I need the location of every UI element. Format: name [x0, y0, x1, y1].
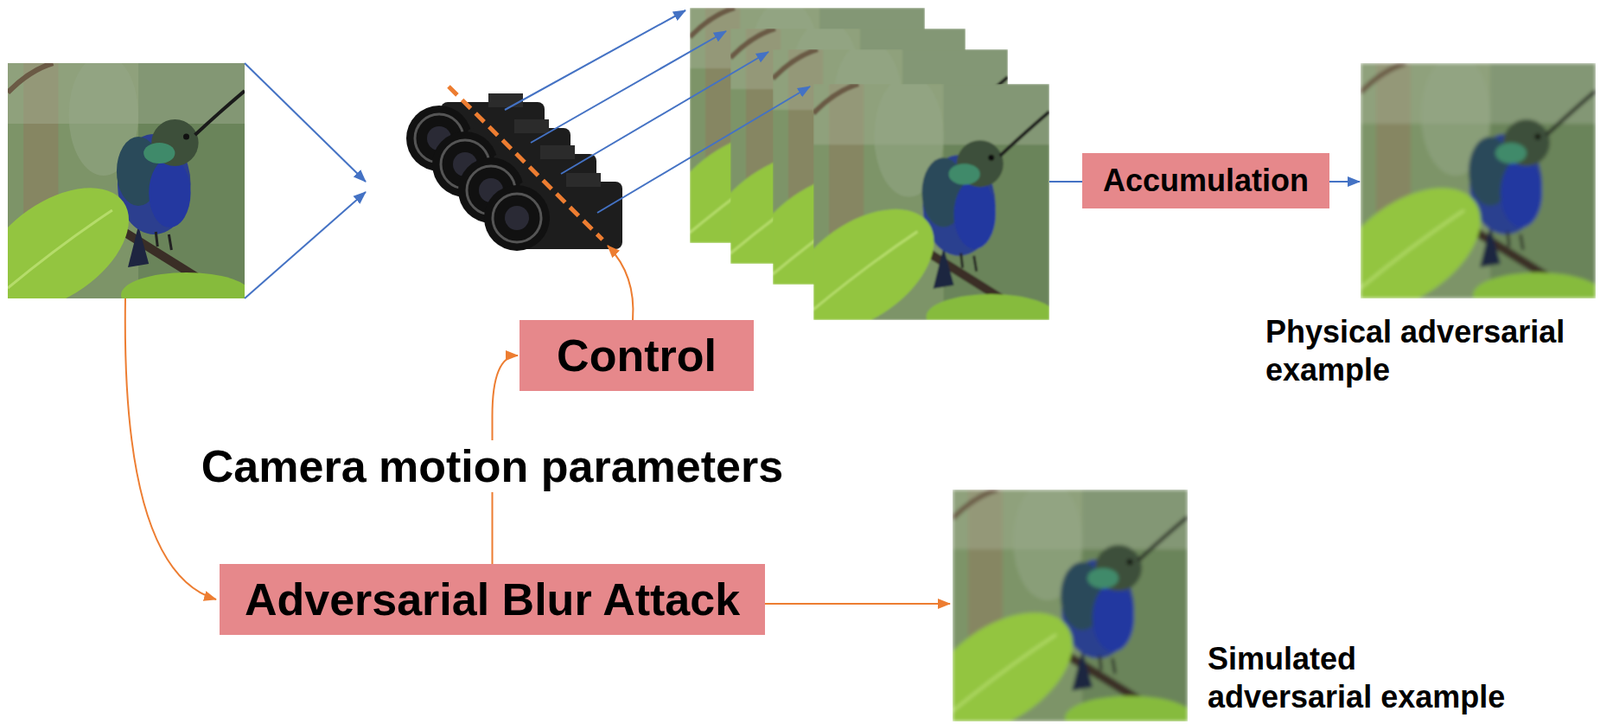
simulated-image [905, 480, 1195, 724]
source-image [0, 54, 252, 336]
image-caption: Physical adversarial example [1265, 312, 1590, 389]
box-label: Accumulation [1102, 162, 1309, 199]
box-label: Control [556, 329, 717, 382]
box-label: Adversarial Blur Attack [244, 573, 740, 625]
camera-stack [406, 86, 623, 251]
process-box: Control [519, 319, 754, 391]
process-box: Adversarial Blur Attack [219, 563, 765, 635]
edge-label: Camera motion parameters [197, 439, 787, 492]
frame-image [765, 75, 1057, 357]
output-image [1313, 54, 1600, 336]
process-box: Accumulation [1082, 152, 1330, 209]
image-caption: Simulated adversarial example [1207, 639, 1524, 716]
